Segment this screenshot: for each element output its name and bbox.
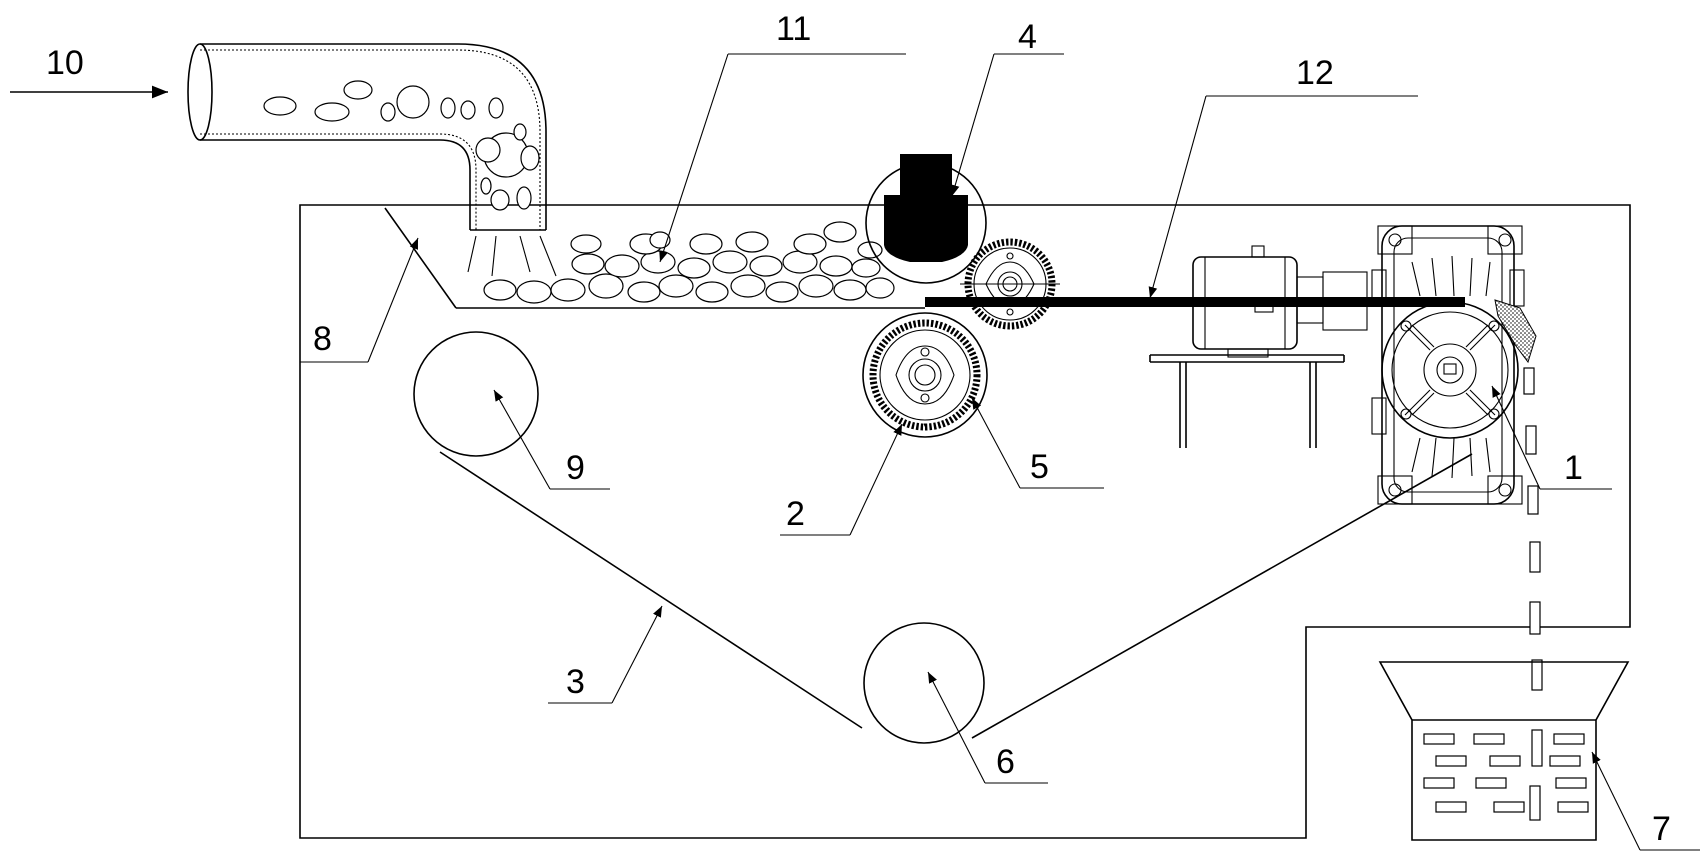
- pipe-material: [263, 80, 540, 211]
- machine-frame: [299, 204, 1631, 839]
- label-10: 10: [46, 44, 84, 82]
- label-7: 7: [1652, 810, 1671, 848]
- label-12: 12: [1296, 54, 1334, 92]
- crusher: [1371, 225, 1537, 505]
- label-4: 4: [1018, 18, 1037, 56]
- collection-bin: [1378, 661, 1630, 841]
- label-5: 5: [1030, 448, 1049, 486]
- drive-shaft: [925, 297, 1465, 307]
- feed-tray-slope: [384, 207, 457, 309]
- motor: [1149, 245, 1368, 448]
- label-9: 9: [566, 449, 585, 487]
- conveyor-belt: [439, 451, 1473, 739]
- leader-lines: [300, 53, 1700, 851]
- lower-roll: [862, 312, 988, 438]
- falling-material: [1523, 367, 1543, 691]
- upper-gear: [960, 238, 1060, 330]
- label-1: 1: [1564, 449, 1583, 487]
- label-11: 11: [776, 10, 811, 48]
- label-6: 6: [996, 743, 1015, 781]
- label-3: 3: [566, 663, 585, 701]
- tray-material: [483, 221, 895, 304]
- roller-6: [863, 622, 985, 744]
- roller-9: [413, 331, 539, 457]
- label-8: 8: [313, 320, 332, 358]
- feed-pipe: [187, 43, 557, 277]
- label-2: 2: [786, 495, 805, 533]
- press-head: [865, 154, 987, 284]
